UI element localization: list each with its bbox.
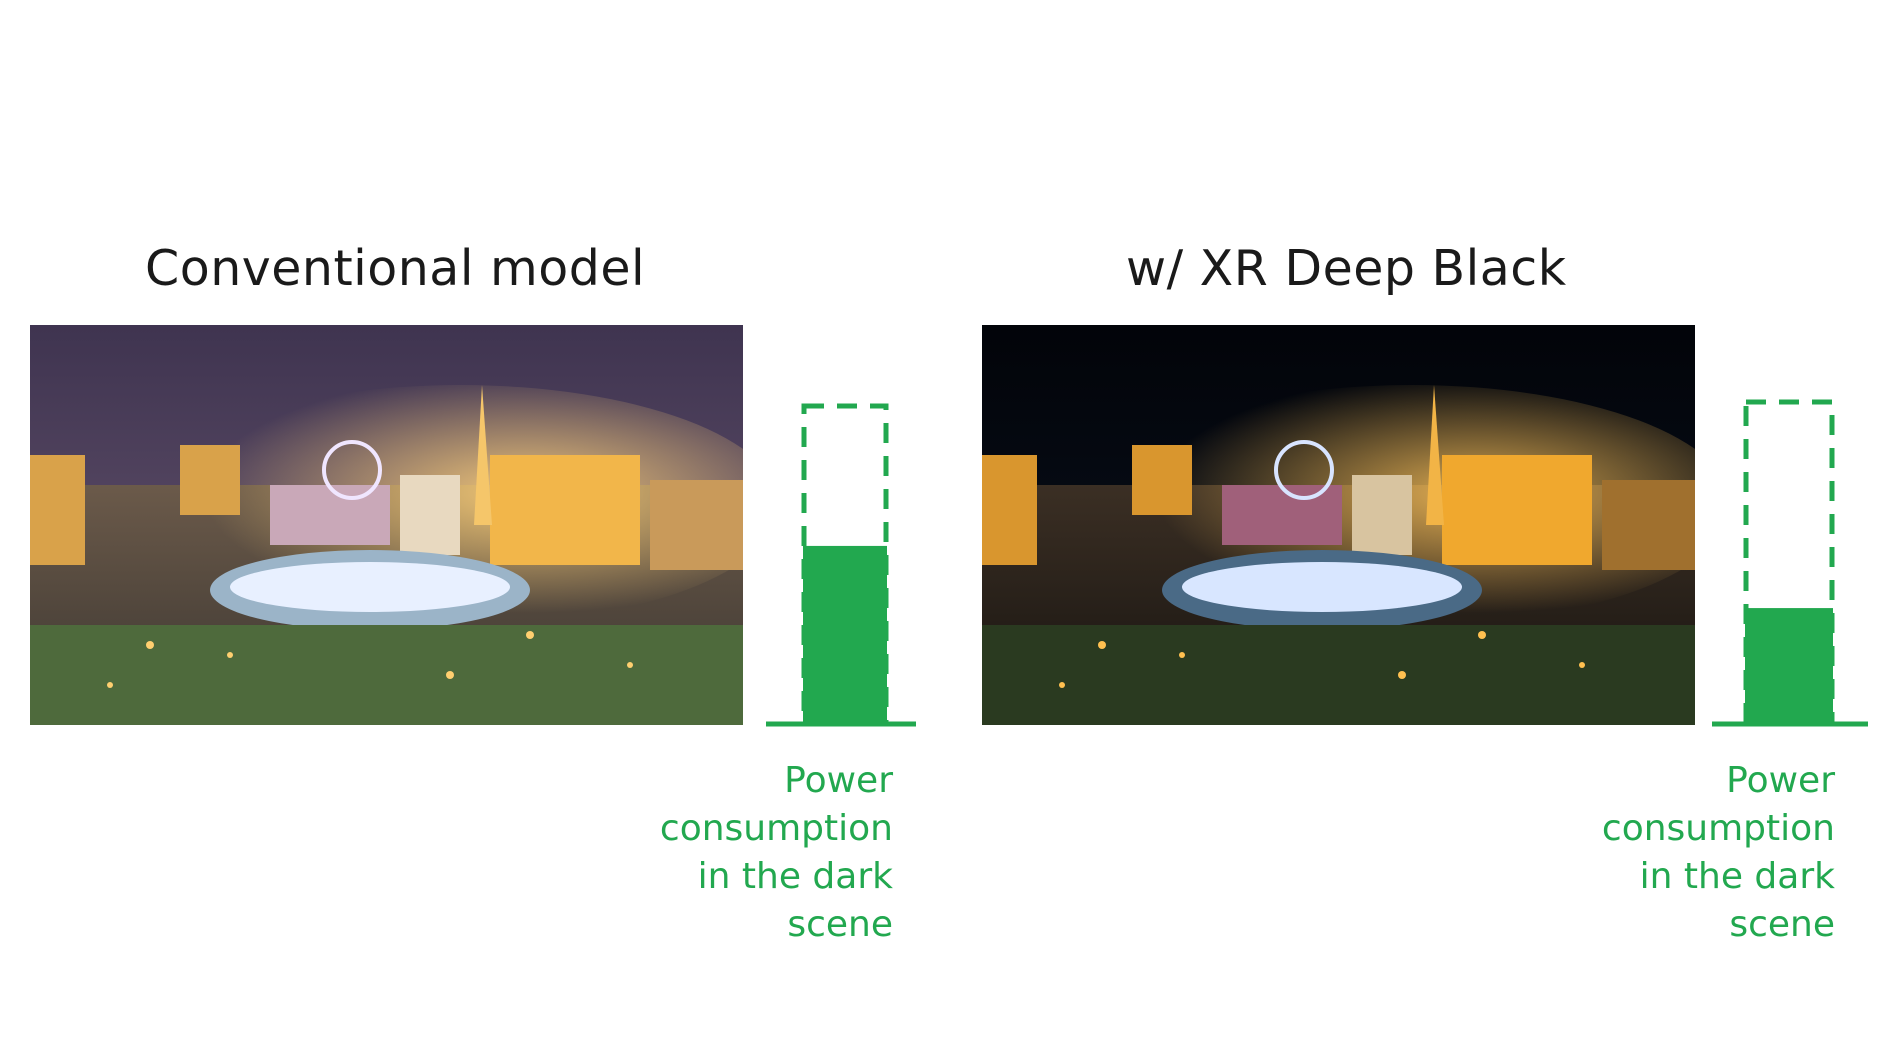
label-line: Power [1726,760,1835,801]
panel-title-conventional: Conventional model [145,240,646,297]
power-consumption-label-conventional: Power consumption in the dark scene [593,757,893,949]
panel-title-xr-deep-black: w/ XR Deep Black [1126,240,1567,297]
full-power-dashed-outline [1743,399,1835,727]
power-level-bar [803,545,887,724]
power-level-bar [1745,608,1833,724]
power-bar-chart-conventional [766,400,916,727]
label-line: in the dark [1639,856,1835,897]
label-line: scene [787,904,893,945]
label-line: consumption [1601,808,1835,849]
power-consumption-label-xr-deep-black: Power consumption in the dark scene [1535,757,1835,949]
cityscape-photo-conventional [30,325,743,725]
cityscape-photo-xr-deep-black [982,325,1695,725]
label-line: consumption [659,808,893,849]
power-bar-chart-xr-deep-black [1712,396,1868,727]
label-line: Power [784,760,893,801]
label-line: scene [1729,904,1835,945]
label-line: in the dark [697,856,893,897]
